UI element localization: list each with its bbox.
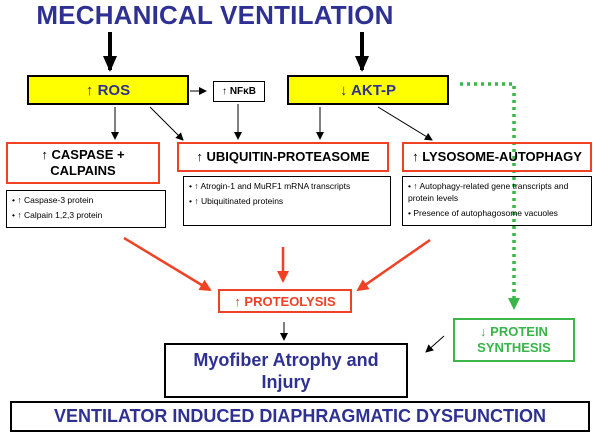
caspase-box: ↑ CASPASE + CALPAINS	[6, 142, 160, 184]
ubiquitin-box: ↑ UBIQUITIN-PROTEASOME	[177, 142, 389, 172]
diagram-title: MECHANICAL VENTILATION	[36, 0, 394, 30]
lysosome-box: ↑ LYSOSOME-AUTOPHAGY	[402, 142, 592, 172]
ubiquitin-details: • ↑ Atrogin-1 and MuRF1 mRNA transcripts…	[183, 176, 391, 226]
ubiquitin-detail-2: • ↑ Ubiquitinated proteins	[189, 196, 284, 206]
lysosome-detail-1: • ↑ Autophagy-related gene transcripts a…	[408, 181, 569, 203]
lysosome-details: • ↑ Autophagy-related gene transcripts a…	[402, 176, 592, 226]
ubiquitin-detail-1: • ↑ Atrogin-1 and MuRF1 mRNA transcripts	[189, 181, 351, 191]
caspase-detail-2: • ↑ Calpain 1,2,3 protein	[12, 210, 103, 220]
arrow-lysosome-to-proteolysis	[356, 238, 431, 292]
caspase-details: • ↑ Caspase-3 protein • ↑ Calpain 1,2,3 …	[6, 190, 166, 228]
akt-box: ↓ AKT-P	[287, 75, 449, 105]
caspase-detail-1: • ↑ Caspase-3 protein	[12, 195, 94, 205]
atrophy-box: Myofiber Atrophy and Injury	[164, 343, 408, 398]
proteolysis-box: ↑ PROTEOLYSIS	[218, 289, 352, 313]
arrow-synthesis-to-atrophy	[425, 335, 445, 353]
arrow-ros-to-ubiquitin	[149, 106, 184, 141]
ros-box: ↑ ROS	[27, 75, 189, 105]
lysosome-detail-2: • Presence of autophagosome vacuoles	[408, 208, 558, 218]
arrow-caspase-to-proteolysis	[123, 236, 212, 292]
arrow-akt-to-lysosome	[377, 106, 433, 141]
vidd-box: VENTILATOR INDUCED DIAPHRAGMATIC DYSFUNC…	[10, 401, 590, 432]
arrow-akt-to-synthesis	[460, 82, 520, 310]
protein-synthesis-box: ↓ PROTEIN SYNTHESIS	[453, 318, 575, 362]
nfkb-box: ↑ NFκB	[213, 81, 265, 102]
